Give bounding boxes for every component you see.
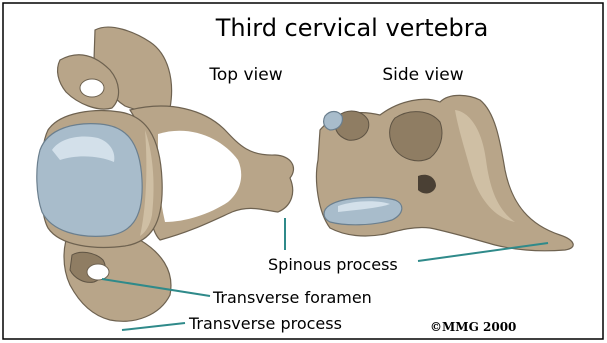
label-transverse-foramen: Transverse foramen bbox=[212, 288, 372, 307]
figure-title: Third cervical vertebra bbox=[215, 14, 489, 42]
side-view-heading: Side view bbox=[382, 65, 463, 85]
top-view-heading: Top view bbox=[208, 65, 282, 85]
label-spinous-process: Spinous process bbox=[268, 255, 398, 274]
label-transverse-process: Transverse process bbox=[188, 314, 342, 333]
copyright-notice: ©MMG 2000 bbox=[430, 320, 516, 334]
